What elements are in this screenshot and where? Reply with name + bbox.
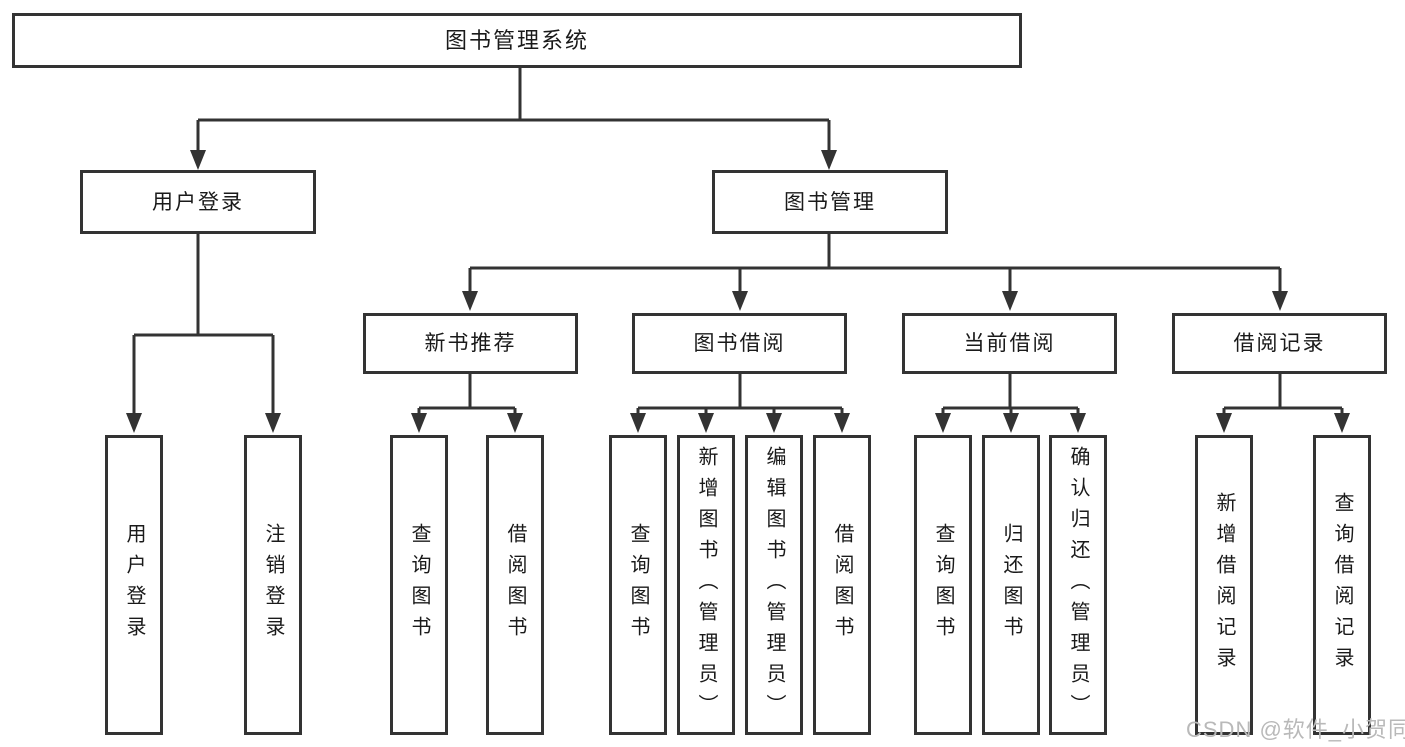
node-leaf-query-books-borrowing: 查询图书 xyxy=(609,435,667,735)
node-borrowing-records: 借阅记录 xyxy=(1172,313,1387,374)
node-leaf-query-books-current: 查询图书 xyxy=(914,435,972,735)
node-book-borrowing: 图书借阅 xyxy=(632,313,847,374)
node-leaf-query-borrow-record: 查询借阅记录 xyxy=(1313,435,1371,735)
node-leaf-confirm-return-admin: 确认归还（管理员） xyxy=(1049,435,1107,735)
node-current-borrowing: 当前借阅 xyxy=(902,313,1117,374)
node-library-management-system: 图书管理系统 xyxy=(12,13,1022,68)
node-new-book-recommendation: 新书推荐 xyxy=(363,313,578,374)
node-leaf-query-books-recommend: 查询图书 xyxy=(390,435,448,735)
watermark-text: CSDN @软件_小贺同学 xyxy=(1186,717,1405,742)
node-leaf-borrow-books-recommend: 借阅图书 xyxy=(486,435,544,735)
node-book-management: 图书管理 xyxy=(712,170,948,234)
arrowhead-icons xyxy=(126,150,1350,433)
node-leaf-add-book-admin: 新增图书（管理员） xyxy=(677,435,735,735)
node-leaf-user-login: 用户登录 xyxy=(105,435,163,735)
node-leaf-borrow-books: 借阅图书 xyxy=(813,435,871,735)
node-leaf-return-books: 归还图书 xyxy=(982,435,1040,735)
node-leaf-logout: 注销登录 xyxy=(244,435,302,735)
node-leaf-edit-book-admin: 编辑图书（管理员） xyxy=(745,435,803,735)
node-leaf-add-borrow-record: 新增借阅记录 xyxy=(1195,435,1253,735)
node-user-login: 用户登录 xyxy=(80,170,316,234)
